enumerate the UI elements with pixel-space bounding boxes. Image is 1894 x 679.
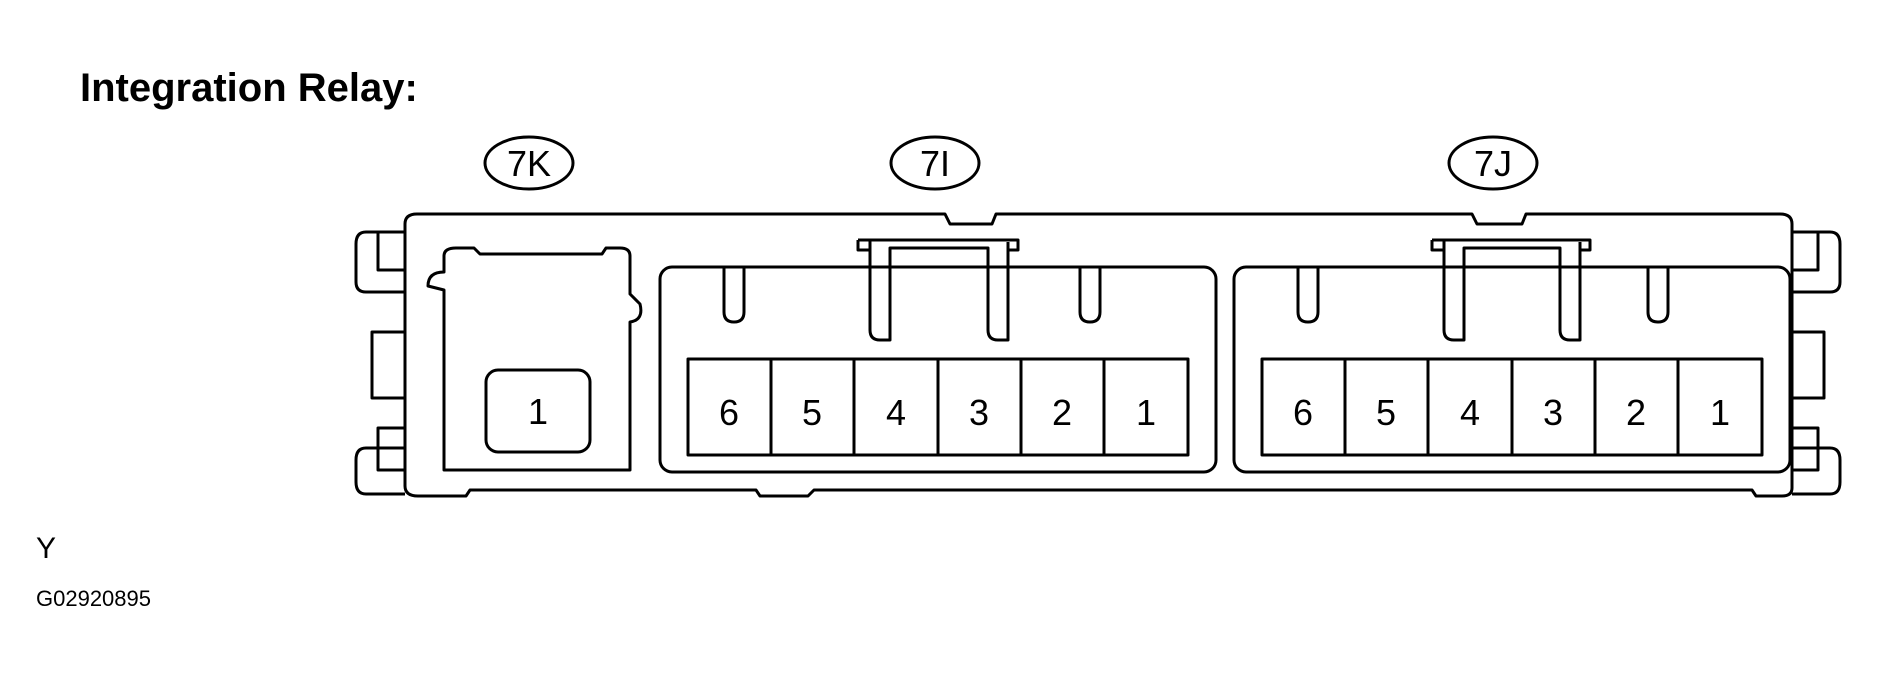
right-clip-bottom xyxy=(1792,426,1842,496)
connector-label-7j-text: 7J xyxy=(1474,143,1512,184)
connector-7i-latch xyxy=(856,238,1020,342)
left-clip-middle xyxy=(370,330,405,400)
connector-7i-key-left xyxy=(722,267,746,324)
connector-7j-key-left xyxy=(1296,267,1320,324)
connector-label-7k-text: 7K xyxy=(507,143,551,184)
color-code-label: Y xyxy=(36,532,57,565)
connector-label-7i: 7I xyxy=(889,135,981,191)
relay-housing-outline xyxy=(403,212,1794,498)
connector-7i-key-right xyxy=(1078,267,1102,324)
connector-7j-pin-3: 3 xyxy=(1543,392,1563,433)
left-clip-top xyxy=(354,230,405,294)
connector-7i-pin-1: 1 xyxy=(1136,392,1156,433)
connector-7k-pin-1 xyxy=(484,368,592,454)
connector-label-7k: 7K xyxy=(483,135,575,191)
connector-7j-pin-2: 2 xyxy=(1626,392,1646,433)
connector-7k-pin-1-label: 1 xyxy=(528,391,548,432)
connector-7j-pin-5: 5 xyxy=(1376,392,1396,433)
connector-7j-key-right xyxy=(1646,267,1670,324)
connector-7i-pin-row: 6 5 4 3 2 1 xyxy=(686,357,1190,457)
connector-7j-housing xyxy=(1232,265,1792,474)
connector-7k-housing xyxy=(426,246,643,472)
figure-id-label: G02920895 xyxy=(36,586,151,611)
connector-7i-pin-5: 5 xyxy=(802,392,822,433)
right-clip-middle xyxy=(1792,330,1826,400)
connector-7i-housing xyxy=(658,265,1218,474)
connector-7i-pin-4: 4 xyxy=(886,392,906,433)
connector-7j-pin-6: 6 xyxy=(1293,392,1313,433)
connector-label-7j: 7J xyxy=(1447,135,1539,191)
connector-7i-pin-2: 2 xyxy=(1052,392,1072,433)
connector-7j-pin-1: 1 xyxy=(1710,392,1730,433)
left-clip-bottom xyxy=(354,426,405,496)
diagram-title: Integration Relay: xyxy=(80,66,418,110)
connector-7j-latch xyxy=(1430,238,1592,342)
connector-7j-pin-row: 6 5 4 3 2 1 xyxy=(1260,357,1764,457)
connector-label-7i-text: 7I xyxy=(920,143,950,184)
right-clip-top xyxy=(1792,230,1842,294)
connector-7j-pin-4: 4 xyxy=(1460,392,1480,433)
connector-7i-pin-3: 3 xyxy=(969,392,989,433)
connector-7i-pin-6: 6 xyxy=(719,392,739,433)
